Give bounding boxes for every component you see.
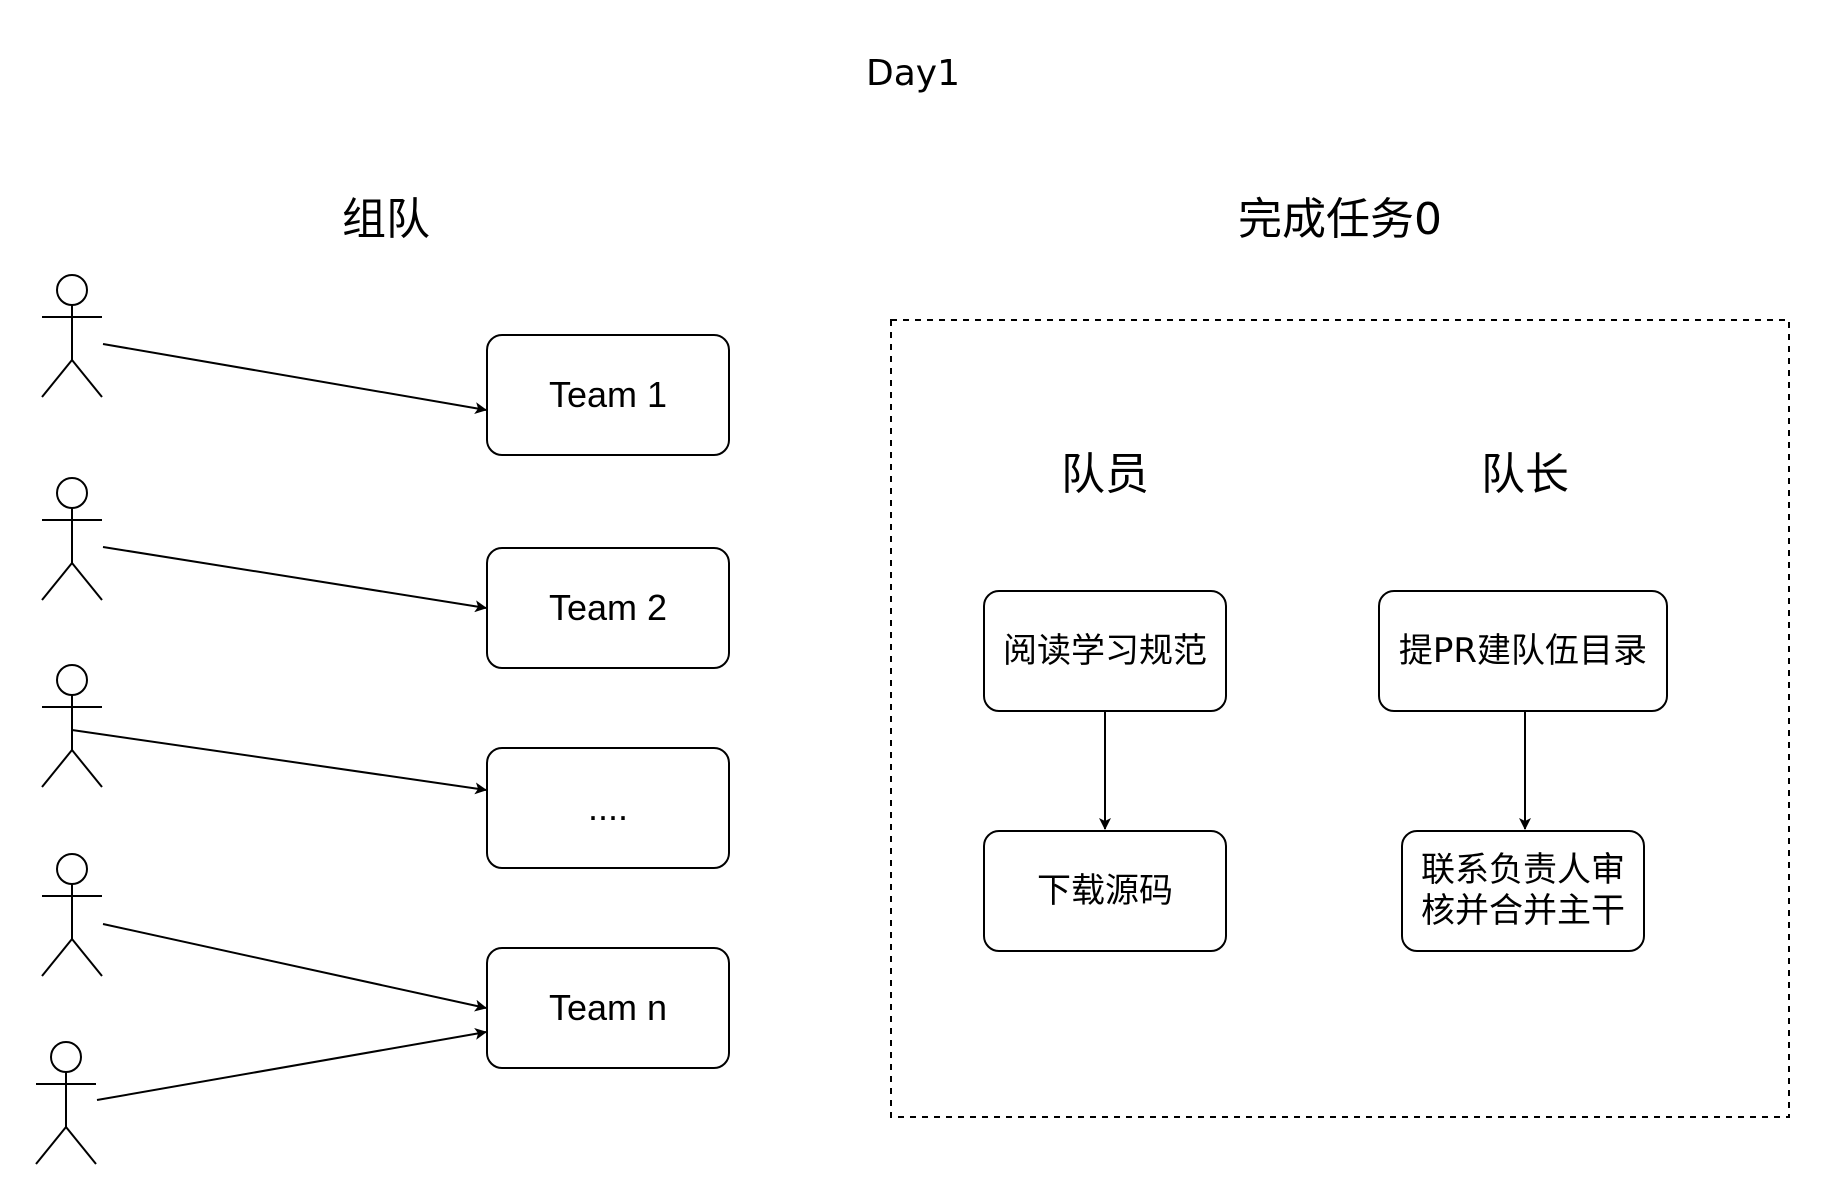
team-box-ellipsis: .... — [486, 747, 730, 869]
stick-figure-icon — [41, 853, 103, 977]
step-create-pr: 提PR建队伍目录 — [1378, 590, 1668, 712]
diagram-title: Day1 — [866, 53, 960, 94]
section-title-team-formation: 组队 — [342, 194, 430, 245]
task0-container — [890, 319, 1790, 1118]
step-contact-review-merge: 联系负责人审 核并合并主干 — [1401, 830, 1645, 952]
team-box-2: Team 2 — [486, 547, 730, 669]
arrow-actor5-teamn — [96, 1027, 487, 1101]
stick-figure-icon — [41, 477, 103, 601]
stick-figure-icon — [41, 274, 103, 398]
arrow-actor2-team2 — [102, 546, 487, 613]
team-box-n: Team n — [486, 947, 730, 1069]
arrow-actor1-team1 — [102, 343, 487, 415]
step-download-source: 下载源码 — [983, 830, 1227, 952]
column-title-leader: 队长 — [1481, 449, 1569, 500]
arrow-actor4-teamn — [102, 923, 487, 1012]
stick-figure-icon — [41, 664, 103, 788]
stick-figure-icon — [35, 1041, 97, 1165]
arrow-actor3-team3 — [71, 729, 487, 795]
section-title-task0: 完成任务0 — [1238, 194, 1442, 245]
column-title-member: 队员 — [1061, 449, 1149, 500]
team-box-1: Team 1 — [486, 334, 730, 456]
step-read-spec: 阅读学习规范 — [983, 590, 1227, 712]
